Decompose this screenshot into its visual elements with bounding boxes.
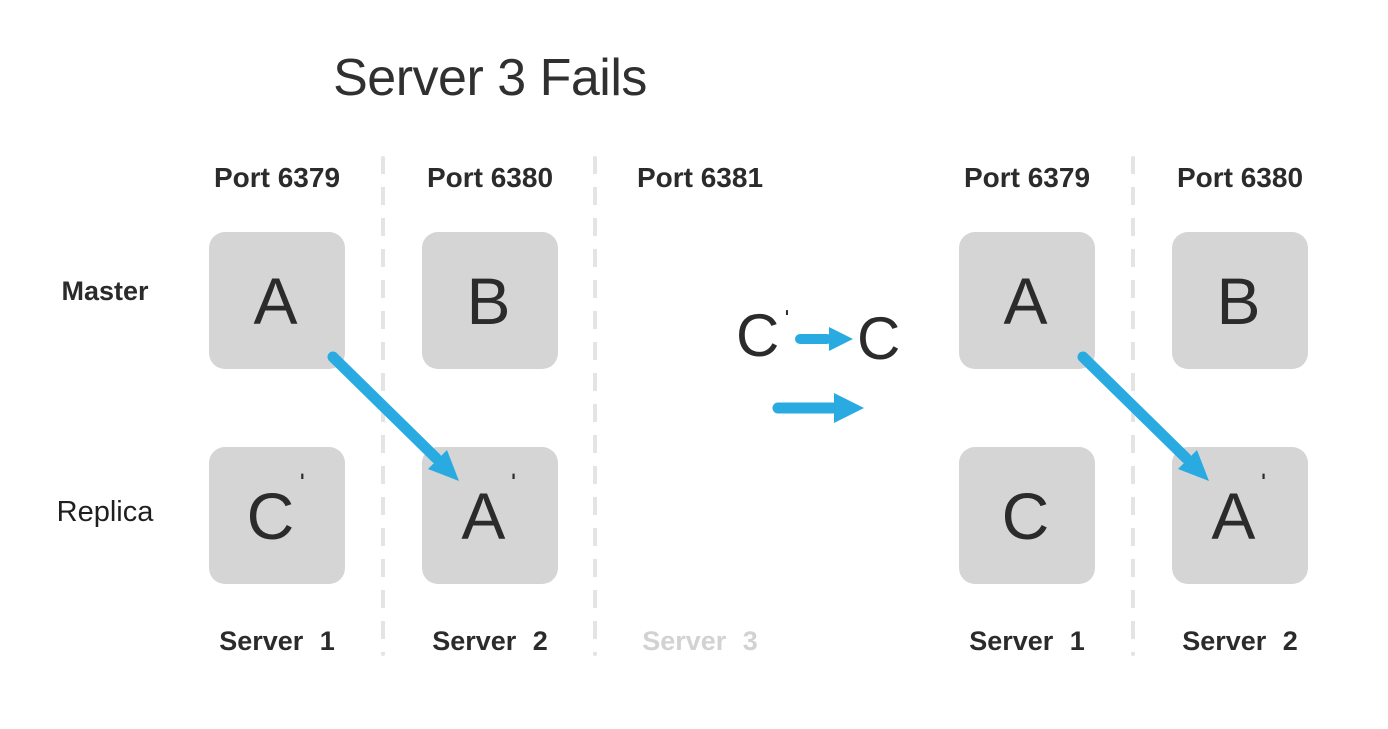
shard-letter: B	[466, 263, 511, 338]
shard-letter: A	[461, 478, 506, 553]
port-label-right-6380: Port 6380	[1176, 162, 1304, 193]
server-label-right-2: Server 2	[1182, 626, 1298, 656]
transition-arrow-icon	[772, 393, 864, 423]
server-label-left-3-failed: Server 3	[642, 626, 758, 656]
box-left-master-b: B	[422, 232, 558, 369]
server-label-right-1: Server 1	[969, 626, 1085, 656]
prime-mark: ˈ	[508, 470, 519, 504]
diagram-title: Server 3 Fails	[333, 49, 647, 107]
shard-letter: A	[1003, 263, 1048, 338]
promotion-arrow-icon	[795, 327, 853, 351]
shard-letter: A	[1211, 478, 1256, 553]
port-label-left-6381: Port 6381	[636, 162, 764, 193]
box-right-master-b: B	[1172, 232, 1308, 369]
prime-mark: ˈ	[1258, 470, 1269, 504]
shard-letter: B	[1216, 263, 1261, 338]
box-left-master-a: A	[209, 232, 345, 369]
shard-letter: C	[246, 478, 295, 553]
shard-letter: C	[1001, 478, 1050, 553]
server-label-left-2: Server 2	[432, 626, 548, 656]
prime-mark: ˈ	[782, 305, 792, 337]
box-right-master-a: A	[959, 232, 1095, 369]
column-divider	[381, 156, 385, 656]
box-right-replica-c: C	[959, 447, 1095, 584]
shard-letter: C	[736, 302, 780, 369]
port-label-left-6380: Port 6380	[426, 162, 554, 193]
prime-mark: ˈ	[297, 470, 308, 504]
promotion-to-label: C	[857, 305, 901, 372]
column-divider	[593, 156, 597, 656]
row-label-replica: Replica	[56, 496, 154, 528]
port-label-right-6379: Port 6379	[963, 162, 1091, 193]
column-divider	[1131, 156, 1135, 656]
row-label-master: Master	[61, 276, 149, 306]
shard-letter: A	[253, 263, 298, 338]
server-label-left-1: Server 1	[219, 626, 335, 656]
port-label-left-6379: Port 6379	[213, 162, 341, 193]
